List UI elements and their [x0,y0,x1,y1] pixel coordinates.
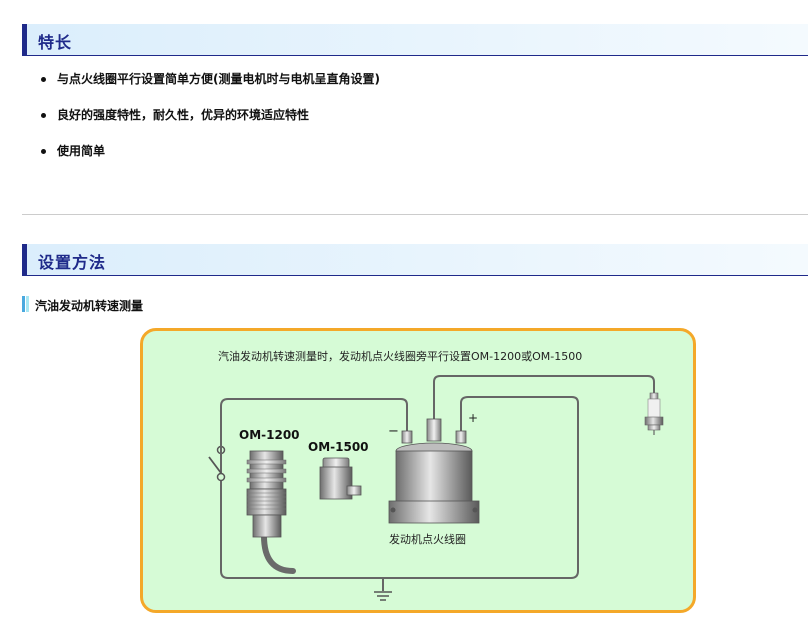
minus-terminal-label: − [388,424,399,439]
ground-icon [374,591,392,601]
coil-label: 发动机点火线圈 [389,532,466,546]
subheading-marker-icon [22,296,25,312]
install-section-header: 设置方法 [22,244,808,276]
om-1200-label: OM-1200 [239,428,300,442]
feature-item: 与点火线圈平行设置简单方便(测量电机时与电机呈直角设置) [40,70,380,88]
feature-item: 使用简单 [40,142,380,160]
om-1200-sensor-icon [246,450,296,574]
switch-icon [208,406,226,482]
section-divider [22,214,808,215]
install-title: 设置方法 [38,253,107,272]
plus-terminal-label: + [468,411,478,425]
feature-item: 良好的强度特性，耐久性，优异的环境适应特性 [40,106,380,124]
wiring-diagram: 汽油发动机转速测量时，发动机点火线圈旁平行设置OM-1200或OM-1500 [140,328,696,613]
ignition-coil-icon [388,418,480,524]
features-list: 与点火线圈平行设置简单方便(测量电机时与电机呈直角设置) 良好的强度特性，耐久性… [40,70,380,160]
om-1500-sensor-icon [319,457,362,500]
spark-plug-icon [644,392,664,435]
om-1500-label: OM-1500 [308,440,369,454]
wiring-diagram-svg: 汽油发动机转速测量时，发动机点火线圈旁平行设置OM-1200或OM-1500 [208,349,664,601]
install-subheading-text: 汽油发动机转速测量 [35,299,144,313]
features-title: 特长 [38,33,73,52]
diagram-caption: 汽油发动机转速测量时，发动机点火线圈旁平行设置OM-1200或OM-1500 [218,349,582,363]
features-section-header: 特长 [22,24,808,56]
wiring-lines [220,375,655,591]
